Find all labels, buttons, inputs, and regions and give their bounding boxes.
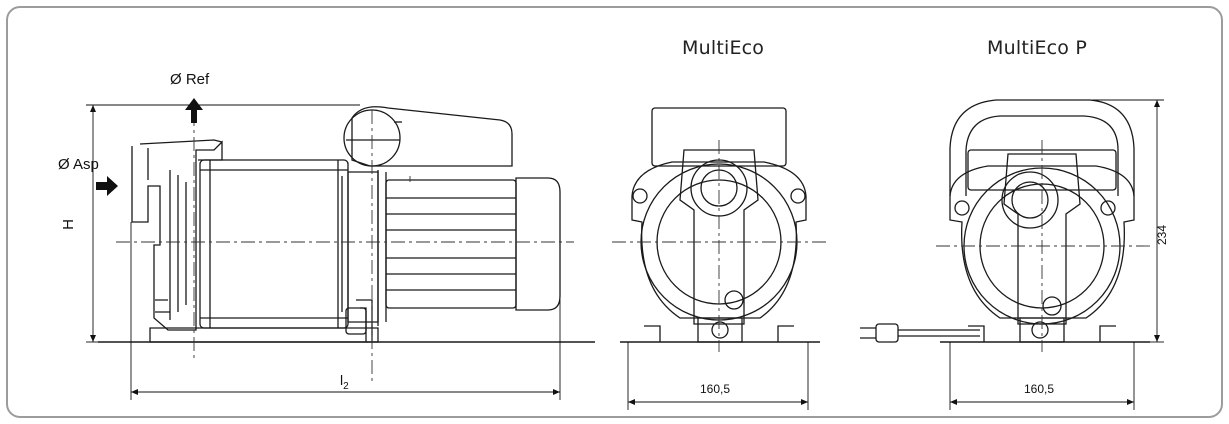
height-label: H [59,219,77,230]
drawing-frame [6,6,1223,418]
dimensions-multieco-p [950,100,1164,410]
front-view-multieco-centerlines [612,140,828,352]
view-title-multieco-p: MultiEco P [987,37,1088,59]
front-view-multieco-p [860,100,1150,342]
view-title-multieco: MultiEco [682,37,765,59]
width-dimension-multieco [628,342,808,410]
height-dimension [86,105,560,400]
side-view [98,107,595,342]
width-value-multieco: 160,5 [700,382,731,396]
length-label-main: l [340,372,344,388]
height-value-multieco-p: 234 [1155,224,1170,246]
discharge-label: Ø Ref [170,71,210,88]
suction-label: Ø Asp [58,156,99,173]
width-value-multieco-p: 160,5 [1024,382,1055,396]
length-label: l2 [340,372,349,392]
side-view-centerlines [116,110,574,385]
front-view-multieco-p-centerlines [936,140,1150,352]
front-view-multieco [620,108,820,342]
length-label-subscript: 2 [343,380,349,392]
flow-arrows [96,98,203,196]
